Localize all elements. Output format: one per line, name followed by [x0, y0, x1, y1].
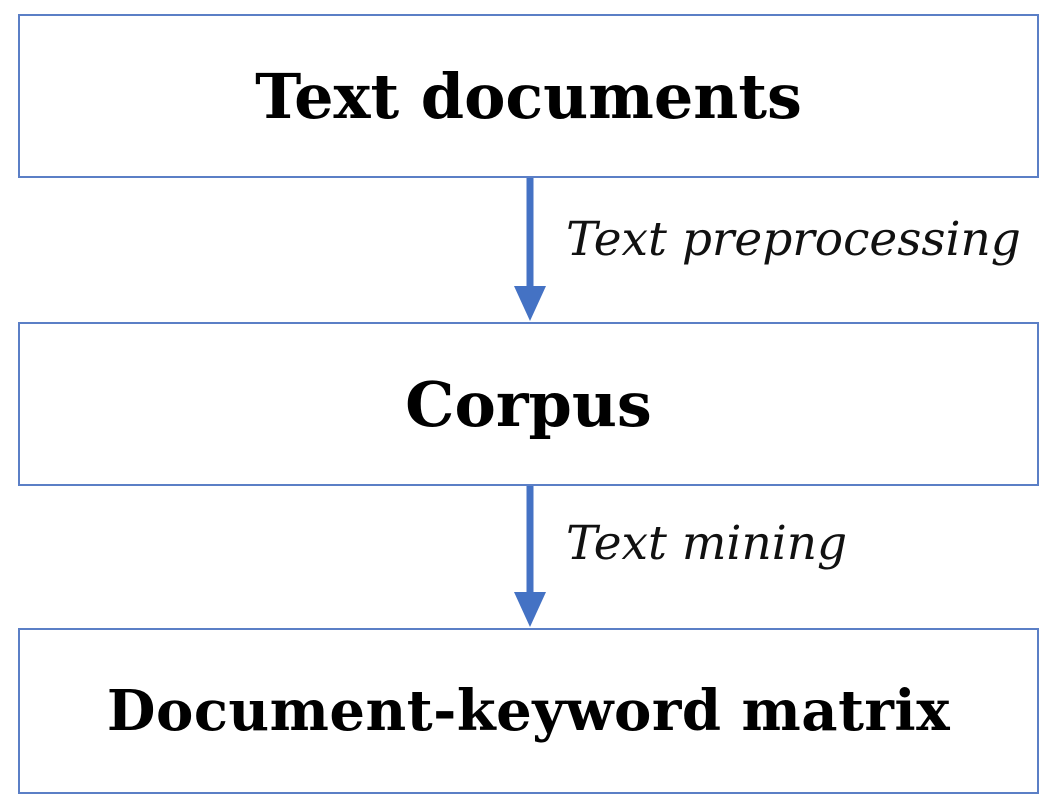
- arrow-2-shape: [514, 486, 546, 627]
- node-document-keyword-matrix: Document-keyword matrix: [18, 628, 1039, 794]
- edge-label: Text mining: [566, 516, 848, 571]
- node-text-documents: Text documents: [18, 14, 1039, 178]
- node-label: Document-keyword matrix: [106, 678, 951, 744]
- arrow-down-icon: [510, 486, 550, 628]
- node-label: Corpus: [405, 367, 652, 441]
- arrow-1-shape: [514, 178, 546, 321]
- node-corpus: Corpus: [18, 322, 1039, 486]
- edge-label: Text preprocessing: [566, 212, 1021, 267]
- arrow-down-icon: [510, 178, 550, 322]
- node-label: Text documents: [255, 59, 802, 133]
